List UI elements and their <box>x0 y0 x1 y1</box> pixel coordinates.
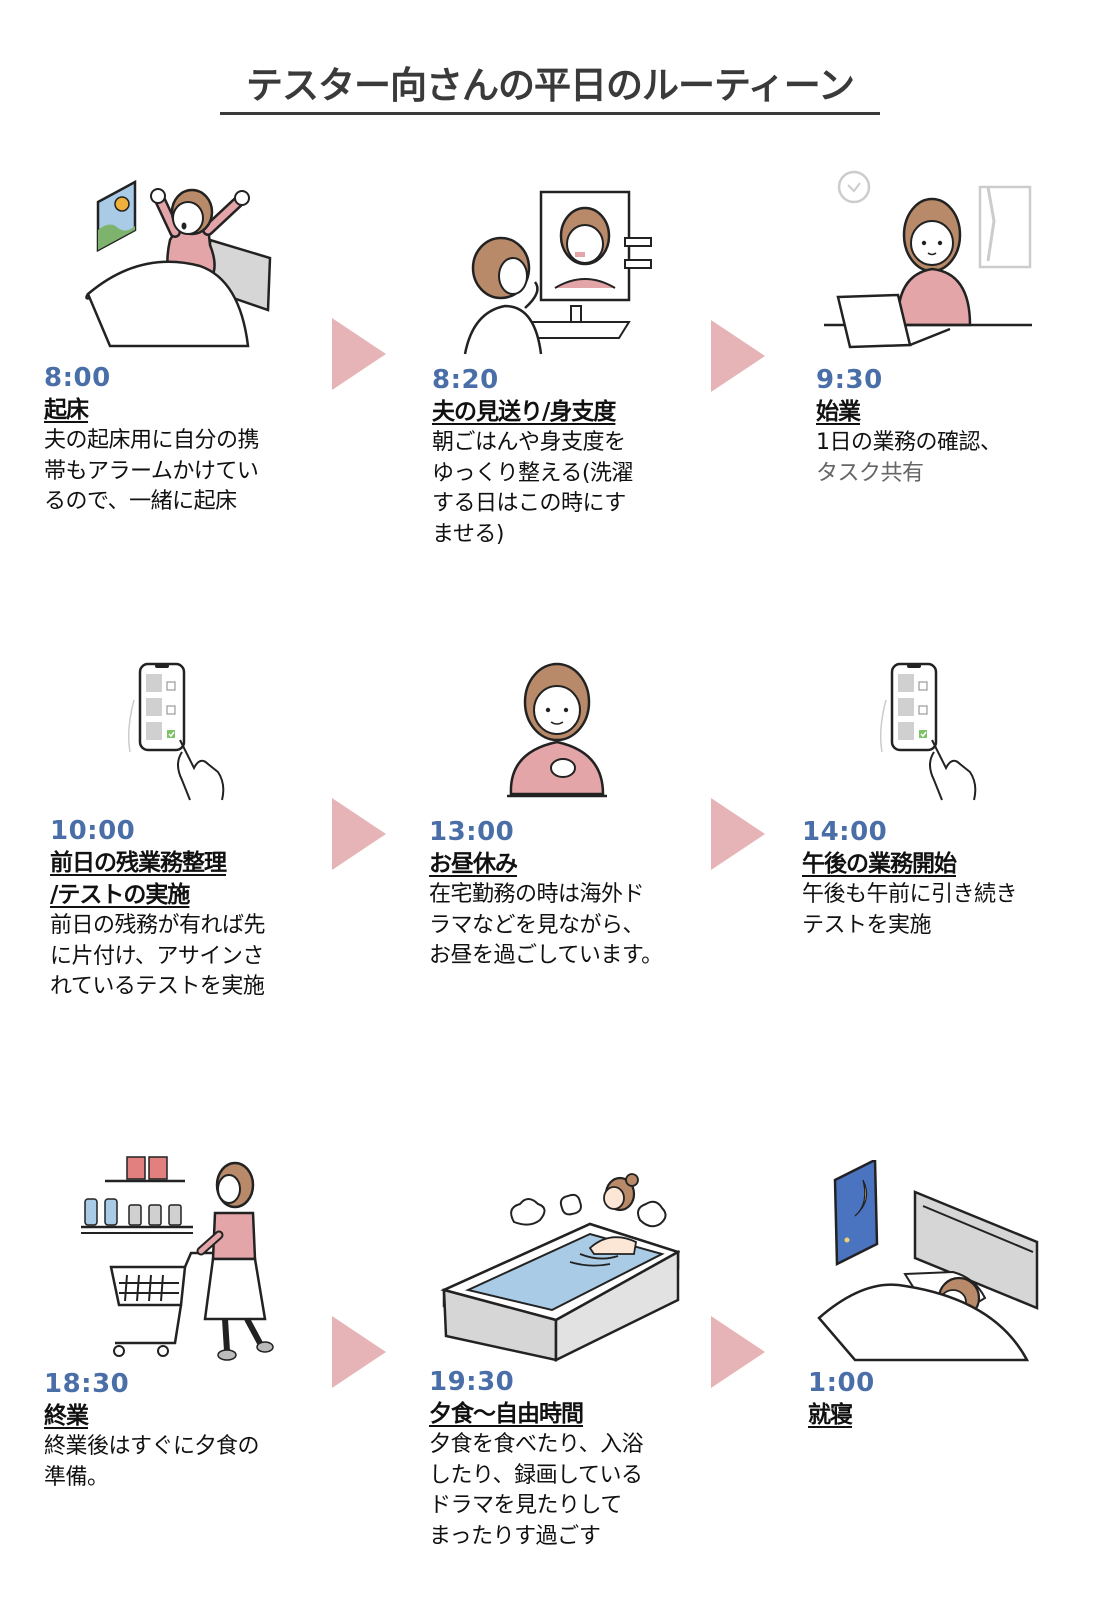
brushing-teeth-illustration <box>455 188 665 358</box>
smartphone-checklist-illustration <box>874 660 984 805</box>
bathtub-illustration <box>440 1150 680 1365</box>
step-heading: 始業 <box>816 399 861 425</box>
step-description: 午後も午前に引き続き テストを実施 <box>802 882 1018 938</box>
arrow-right-icon <box>711 798 765 870</box>
sleeping-in-bed-illustration <box>815 1160 1040 1365</box>
step-time: 8:00 <box>44 363 111 393</box>
routine-step-dinner-free-time: 19:30 夕食～自由時間 夕食を食べたり、入浴 したり、録画している ドラマを… <box>429 1366 729 1552</box>
step-description: 夕食を食べたり、入浴 したり、録画している ドラマを見たりして まったりす過ごす <box>429 1432 644 1549</box>
step-description: 朝ごはんや身支度を ゆっくり整える(洗濯 する日はこの時にす ませる) <box>432 430 633 547</box>
step-heading: 起床 <box>44 397 89 423</box>
step-heading: お昼休み <box>429 851 518 877</box>
step-description: 前日の残務が有れば先 に片付け、アサインさ れているテストを実施 <box>50 913 266 999</box>
smartphone-checklist-illustration <box>122 660 232 805</box>
grocery-shopping-illustration <box>75 1155 285 1365</box>
step-description: 1日の業務の確認、 タスク共有 <box>816 430 1002 486</box>
routine-step-see-off-husband: 8:20 夫の見送り/身支度 朝ごはんや身支度を ゆっくり整える(洗濯 する日は… <box>432 364 732 550</box>
arrow-right-icon <box>711 1316 765 1388</box>
arrow-right-icon <box>711 320 765 392</box>
routine-step-lunch-break: 13:00 お昼休み 在宅勤務の時は海外ド ラマなどを見ながら、 お昼を過ごして… <box>429 816 729 972</box>
step-time: 8:20 <box>432 365 499 395</box>
eating-lunch-illustration <box>505 660 615 800</box>
step-time: 19:30 <box>429 1367 515 1397</box>
step-description: 在宅勤務の時は海外ド ラマなどを見ながら、 お昼を過ごしています。 <box>429 882 663 968</box>
step-heading: 午後の業務開始 <box>802 851 957 877</box>
step-description: 終業後はすぐに夕食の 準備。 <box>44 1434 260 1490</box>
arrow-right-icon <box>332 1316 386 1388</box>
step-time: 13:00 <box>429 817 515 847</box>
step-heading-line-2: /テストの実施 <box>50 882 190 908</box>
wake-up-illustration <box>80 170 280 350</box>
routine-step-wake-up: 8:00 起床 夫の起床用に自分の携 帯もアラームかけてい るので、一緒に起床 <box>44 362 344 518</box>
step-time: 18:30 <box>44 1369 130 1399</box>
step-heading: 就寝 <box>808 1402 853 1428</box>
step-heading: 前日の残業務整理 <box>50 850 227 876</box>
laptop-work-illustration <box>820 165 1040 355</box>
step-description: 夫の起床用に自分の携 帯もアラームかけてい るので、一緒に起床 <box>44 428 260 514</box>
routine-step-start-work: 9:30 始業 1日の業務の確認、 タスク共有 <box>816 364 1116 489</box>
step-time: 10:00 <box>50 816 136 846</box>
step-heading: 終業 <box>44 1403 89 1429</box>
page-title: テスター向さんの平日のルーティーン <box>220 62 880 115</box>
step-heading: 夕食～自由時間 <box>429 1401 584 1427</box>
step-heading: 夫の見送り/身支度 <box>432 399 616 425</box>
arrow-right-icon <box>332 318 386 390</box>
routine-step-sleep: 1:00 就寝 <box>808 1367 1108 1431</box>
arrow-right-icon <box>332 798 386 870</box>
step-time: 14:00 <box>802 817 888 847</box>
step-time: 1:00 <box>808 1368 875 1398</box>
step-time: 9:30 <box>816 365 883 395</box>
routine-step-afternoon-work: 14:00 午後の業務開始 午後も午前に引き続き テストを実施 <box>802 816 1102 941</box>
routine-step-end-work: 18:30 終業 終業後はすぐに夕食の 準備。 <box>44 1368 344 1493</box>
routine-step-test-execution: 10:00 前日の残業務整理 /テストの実施 前日の残務が有れば先 に片付け、ア… <box>50 815 350 1003</box>
